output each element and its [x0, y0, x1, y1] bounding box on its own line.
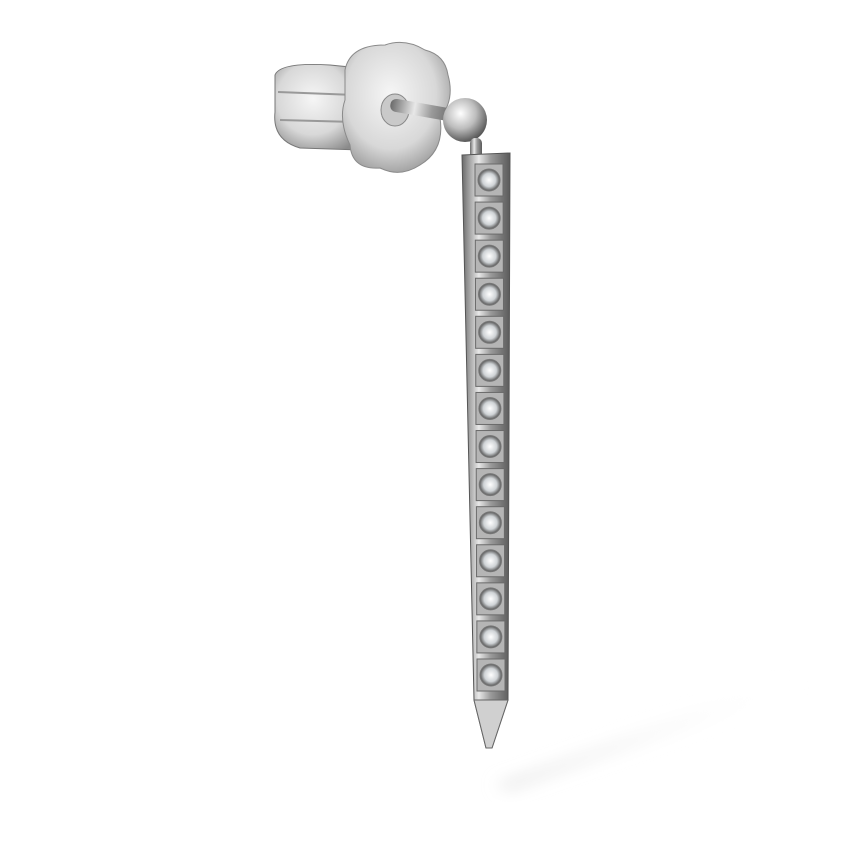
diamond: [478, 320, 502, 344]
diamond-row: [474, 163, 506, 692]
diamond: [477, 168, 501, 192]
bar-tip: [473, 699, 509, 749]
cast-shadow: [495, 675, 800, 790]
diamond: [477, 282, 501, 306]
diamond: [478, 358, 502, 382]
diamond: [477, 244, 501, 268]
diamond: [478, 396, 502, 420]
diamond: [478, 435, 502, 459]
diamond: [478, 473, 502, 497]
diamond: [477, 206, 501, 230]
diamond: [479, 663, 503, 687]
earring-post: [390, 98, 460, 123]
diamond: [479, 549, 503, 573]
earring-ball: [443, 98, 487, 142]
diamond: [479, 587, 503, 611]
diamond: [478, 511, 502, 535]
diamond: [479, 625, 503, 649]
